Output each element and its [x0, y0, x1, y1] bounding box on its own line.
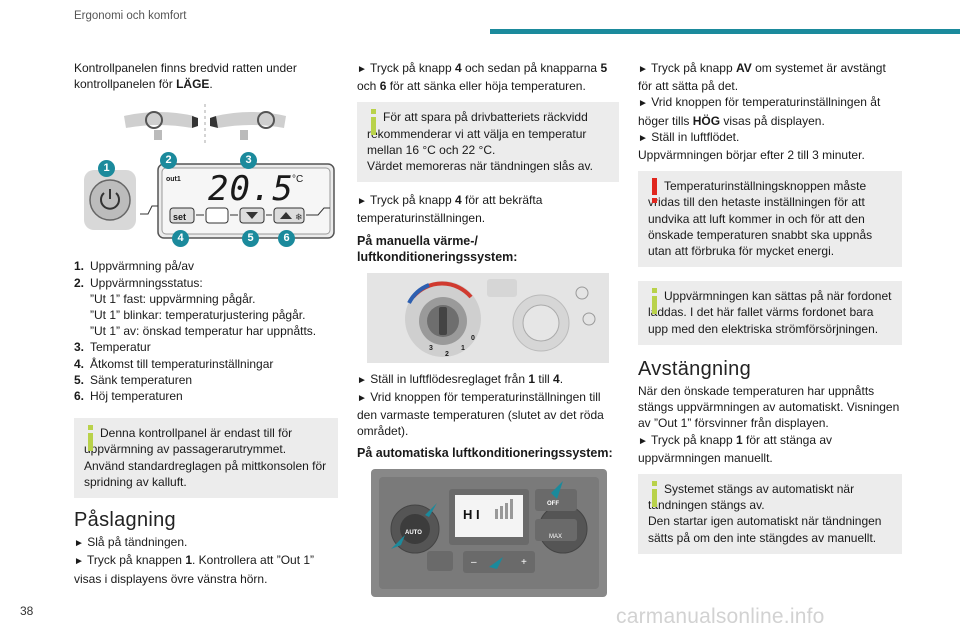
- info-note-text: Denna kontrollpanel är endast till för u…: [84, 426, 327, 489]
- bullet-arrow-icon: ►: [357, 196, 367, 208]
- info-note-text-2: Den startar igen automatiskt när tändnin…: [648, 514, 882, 545]
- info-note: För att spara på drivbatteriets räckvidd…: [357, 102, 619, 183]
- legend-item: 4.Åtkomst till temperaturinställningar: [74, 356, 274, 371]
- intro-paragraph: Kontrollpanelen finns bredvid ratten und…: [74, 61, 297, 92]
- bullet-arrow-icon: ►: [357, 374, 367, 386]
- info-note: Denna kontrollpanel är endast till för u…: [74, 418, 338, 499]
- info-icon: [648, 481, 660, 511]
- info-note-text: För att spara på drivbatteriets räckvidd…: [367, 110, 588, 157]
- display-out-label: out1: [166, 176, 181, 184]
- callout-3: 3: [240, 152, 257, 170]
- step-airflow: ► Ställ in luftflödesreglaget från 1 til…: [357, 371, 604, 439]
- fan-minus-button[interactable]: –: [471, 557, 477, 569]
- callout-4: 4: [172, 230, 189, 248]
- max-button[interactable]: MAX: [549, 534, 563, 541]
- warning-note: Temperaturinställningsknoppen måste vrid…: [638, 171, 902, 268]
- info-icon: [84, 425, 96, 455]
- bullet-arrow-icon: ►: [638, 64, 648, 75]
- bullet-arrow-icon: ►: [74, 556, 84, 568]
- legend-item: ”Ut 1” blinkar: temperaturjustering pågå…: [90, 308, 306, 323]
- svg-text:❄: ❄: [295, 213, 303, 223]
- page-number: 38: [20, 604, 34, 618]
- manual-knob-illustration: 0 1 2 3: [367, 272, 609, 363]
- heading-power-off: Avstängning: [638, 357, 752, 380]
- info-note-text: Uppvärmningen kan sättas på när fordonet…: [648, 289, 892, 336]
- bullet-arrow-icon: ►: [638, 98, 648, 110]
- legend-item: 1.Uppvärmning på/av: [74, 259, 195, 274]
- warning-icon: [648, 178, 660, 208]
- climate-panel-icon: [379, 477, 599, 590]
- legend-item: ”Ut 1” av: önskad temperatur har uppnått…: [90, 324, 317, 339]
- display-temperature: 20.5: [208, 169, 294, 210]
- info-icon: [648, 288, 660, 318]
- bullet-arrow-icon: ►: [357, 392, 367, 404]
- info-note: Systemet stängs av automatiskt när tändn…: [638, 474, 902, 554]
- steering-diagram: [74, 100, 338, 148]
- heater-control-panel-diagram: ❄ out1 20.5 °C set 1 2 3 4 5 6: [74, 152, 338, 252]
- display-hi: H I: [463, 507, 480, 523]
- set-button[interactable]: set: [173, 212, 187, 223]
- knob-mark-1: 1: [461, 344, 465, 352]
- bullet-arrow-icon: ►: [74, 538, 84, 550]
- callout-6: 6: [278, 230, 295, 248]
- info-note: Uppvärmningen kan sättas på när fordonet…: [638, 281, 902, 345]
- header-accent-bar: [490, 29, 960, 34]
- off-paragraph: När den önskade temperaturen har uppnått…: [638, 384, 900, 465]
- auto-button[interactable]: AUTO: [405, 530, 422, 537]
- section-header: Ergonomi och komfort: [74, 10, 187, 22]
- callout-2: 2: [160, 152, 177, 170]
- info-icon: [367, 109, 379, 139]
- legend-list: 1.Uppvärmning på/av 2.Uppvärmningsstatus…: [74, 258, 338, 404]
- watermark: carmanualsonline.info: [616, 605, 825, 628]
- steering-wheel-icon: [124, 104, 286, 145]
- legend-item: 5.Sänk temperaturen: [74, 372, 193, 387]
- warning-note-text: Temperaturinställningsknoppen måste vrid…: [648, 179, 873, 259]
- legend-item: 3.Temperatur: [74, 340, 151, 355]
- step-set-temperature: ► Tryck på knapp 4 och sedan på knapparn…: [357, 61, 608, 94]
- bullet-arrow-icon: ►: [638, 132, 648, 144]
- heading-manual-system: På manuella värme-/ luftkonditioneringss…: [357, 233, 518, 264]
- info-note-text-2: Värdet memoreras när tändningen slås av.: [367, 159, 593, 174]
- callout-5: 5: [242, 230, 259, 248]
- knob-mark-3: 3: [429, 344, 433, 352]
- knob-mark-2: 2: [445, 350, 449, 358]
- bullet-arrow-icon: ►: [357, 64, 367, 75]
- display-unit: °C: [292, 174, 304, 186]
- heading-auto-system: På automatiska luftkonditioneringssystem…: [357, 446, 613, 461]
- legend-item: ”Ut 1” fast: uppvärmning pågår.: [90, 291, 256, 306]
- auto-climate-illustration: AUTO OFF H I MAX – +: [371, 469, 607, 598]
- step-confirm: ► Tryck på knapp 4 för att bekräfta temp…: [357, 193, 543, 226]
- legend-item: 6.Höj temperaturen: [74, 389, 183, 404]
- info-note-text: Systemet stängs av automatiskt när tändn…: [648, 482, 855, 513]
- steps-auto-start: ► Tryck på knapp AV om systemet är avstä…: [638, 61, 886, 163]
- knob-mark-0: 0: [471, 334, 475, 342]
- step-ignition: ► Slå på tändningen.► Tryck på knappen 1…: [74, 535, 315, 586]
- column-1: Kontrollpanelen finns bredvid ratten und…: [74, 60, 338, 592]
- legend-item: 2.Uppvärmningsstatus:: [74, 275, 203, 290]
- column-2: ► Tryck på knapp 4 och sedan på knapparn…: [357, 60, 619, 598]
- callout-1: 1: [98, 160, 115, 178]
- fan-plus-button[interactable]: +: [521, 557, 527, 569]
- off-button[interactable]: OFF: [547, 501, 559, 508]
- heading-power-on: Påslagning: [74, 509, 176, 532]
- column-3: ► Tryck på knapp AV om systemet är avstä…: [638, 60, 902, 564]
- climate-knob-icon: [405, 278, 596, 357]
- bullet-arrow-icon: ►: [638, 435, 648, 447]
